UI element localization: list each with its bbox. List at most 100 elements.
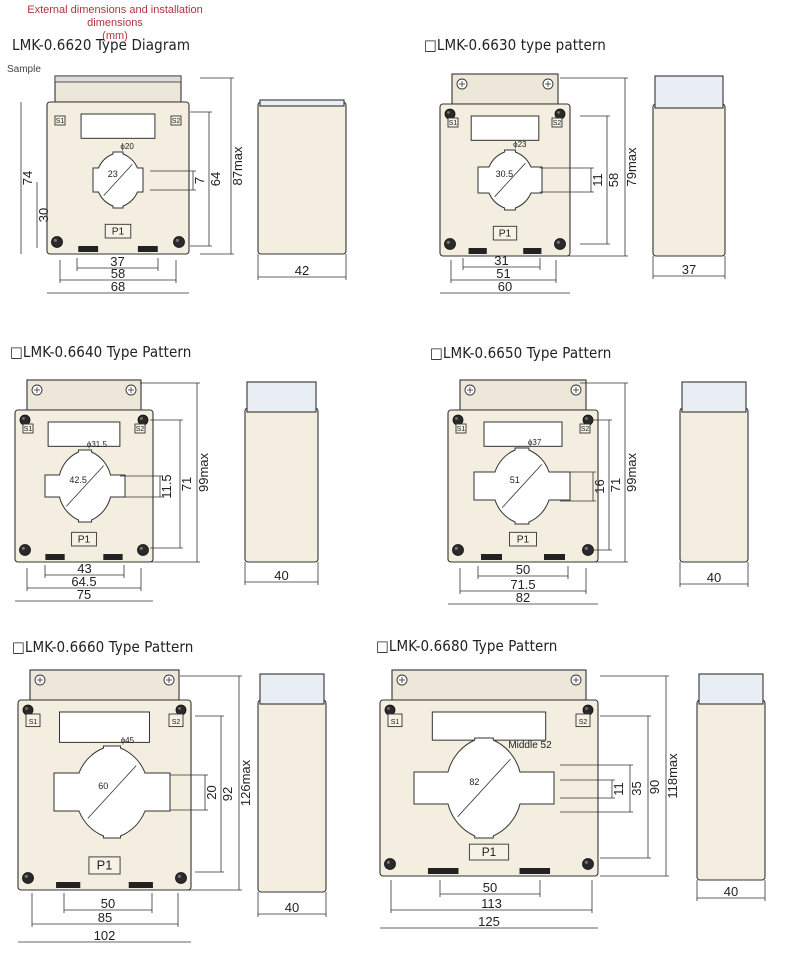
window-h-dim-label: 64 xyxy=(208,172,223,186)
diameter-line xyxy=(87,765,137,819)
screw-top-left-icon xyxy=(452,414,464,426)
screw-bottom-right-icon-highlight xyxy=(175,238,179,242)
terminal-s1 xyxy=(455,423,467,434)
mount-outer-dim-label: 58 xyxy=(111,266,125,281)
window-inner-dim-label: 16 xyxy=(592,479,607,493)
screw-top-left-icon-highlight xyxy=(455,417,458,420)
mount-slot-right xyxy=(128,882,153,888)
mount-slot-left xyxy=(468,248,487,254)
screw-bottom-left-icon-highlight xyxy=(454,546,458,550)
terminal-s1-label: S1 xyxy=(391,719,400,726)
window-h-dim-label: 71 xyxy=(179,477,194,491)
top-bracket xyxy=(391,669,587,701)
screw-top-right-icon-highlight xyxy=(140,417,143,420)
window-mid-dim-label: 35 xyxy=(629,781,644,795)
mount-inner-dim-label: 31 xyxy=(494,253,508,268)
screw-bottom-left-icon xyxy=(19,544,31,556)
terminal-s1 xyxy=(25,713,41,728)
side-view-body xyxy=(652,103,726,257)
nameplate-window xyxy=(47,421,121,447)
mount-slot-left xyxy=(481,554,502,560)
hole-diameter-label: ϕ20 xyxy=(120,142,134,151)
screw-top-left-icon-highlight xyxy=(22,417,25,420)
screw-bottom-right-icon xyxy=(582,858,594,870)
mount-slot-left xyxy=(45,554,65,560)
screw-bottom-right-icon xyxy=(137,544,149,556)
mount-slot-right xyxy=(519,868,551,874)
diameter-line xyxy=(501,464,543,508)
terminal-s2 xyxy=(575,713,591,728)
nameplate-window xyxy=(483,421,563,447)
screw-bottom-left-icon-highlight xyxy=(24,874,28,878)
screw-bottom-right-icon-highlight xyxy=(139,546,143,550)
terminal-p1-label: P1 xyxy=(499,229,512,240)
terminal-s2 xyxy=(134,423,146,434)
model-title-6660: □LMK-0.6660 Type Pattern xyxy=(12,638,194,656)
bottom-offset-dim-label: 30 xyxy=(36,208,51,222)
terminal-s2-label: S2 xyxy=(136,426,145,433)
terminal-s1-label: S1 xyxy=(56,118,65,125)
screw-top-left-icon xyxy=(19,414,31,426)
mount-slot-left xyxy=(427,868,459,874)
side-view-body xyxy=(257,699,327,893)
terminal-p1 xyxy=(492,225,518,241)
terminal-s1 xyxy=(387,713,403,728)
screw-bottom-left-icon xyxy=(452,544,464,556)
window-width-label: 51 xyxy=(510,475,520,485)
screw-bottom-right-icon-highlight xyxy=(177,874,181,878)
height-total-dim-label: 99max xyxy=(196,452,211,492)
side-view-cap xyxy=(259,673,325,705)
hole-note-label: Middle 52 xyxy=(508,740,552,751)
window-inner-dim-label: 20 xyxy=(204,785,219,799)
model-title-6680: □LMK-0.6680 Type Pattern xyxy=(376,637,558,655)
diameter-line xyxy=(457,758,511,818)
top-bracket xyxy=(26,379,142,411)
screw-bottom-left-icon-highlight xyxy=(386,860,390,864)
terminal-s1 xyxy=(54,115,66,126)
mount-inner-dim-label: 43 xyxy=(77,561,91,576)
mount-slot-right xyxy=(137,246,158,252)
mount-outer-dim-label: 85 xyxy=(98,910,112,925)
terminal-p1 xyxy=(104,223,132,239)
model-title-6620: LMK-0.6620 Type Diagram xyxy=(12,36,191,54)
screw-bottom-right-icon xyxy=(173,236,185,248)
mount-outer-dim-label: 51 xyxy=(496,266,510,281)
header-line-2: (mm) xyxy=(102,30,128,42)
screw-bottom-left-icon xyxy=(22,872,34,884)
screw-bottom-left-icon xyxy=(384,858,396,870)
mount-inner-dim-label: 50 xyxy=(483,880,497,895)
screw-top-right-icon xyxy=(137,414,149,426)
bracket-rail xyxy=(54,75,182,83)
terminal-p1 xyxy=(468,843,510,861)
terminal-s1-label: S1 xyxy=(29,719,38,726)
nameplate-window xyxy=(80,113,156,139)
screw-bottom-right-icon xyxy=(175,872,187,884)
height-total-dim-label: 99max xyxy=(624,452,639,492)
window-h-dim-label: 71 xyxy=(608,478,623,492)
diameter-line xyxy=(494,162,526,198)
mount-outer-dim-label: 64.5 xyxy=(71,574,96,589)
window-inner-dim-label: 11 xyxy=(611,782,626,796)
terminal-s2 xyxy=(579,423,591,434)
side-view-cap xyxy=(654,75,724,109)
width-dim-label: 102 xyxy=(94,928,116,943)
terminal-p1-label: P1 xyxy=(482,845,497,859)
screw-bottom-left-icon xyxy=(51,236,63,248)
width-dim-label: 60 xyxy=(498,279,512,294)
window-width-label: 82 xyxy=(469,777,479,787)
depth-dim-label: 42 xyxy=(295,263,309,278)
window-inner-dim-label: 11 xyxy=(590,173,605,187)
width-dim-label: 75 xyxy=(77,587,91,602)
terminal-s1-label: S1 xyxy=(449,120,458,127)
window-width-label: 30.5 xyxy=(496,169,514,179)
terminal-s1-label: S1 xyxy=(24,426,33,433)
terminal-s2 xyxy=(551,117,563,128)
top-bracket xyxy=(459,379,587,411)
window-width-label: 42.5 xyxy=(69,475,87,485)
mount-slot-right xyxy=(103,554,123,560)
side-view-cap xyxy=(246,381,317,413)
mount-slot-left xyxy=(56,882,81,888)
screw-bottom-left-icon-highlight xyxy=(21,546,25,550)
sample-label: Sample xyxy=(7,64,41,75)
